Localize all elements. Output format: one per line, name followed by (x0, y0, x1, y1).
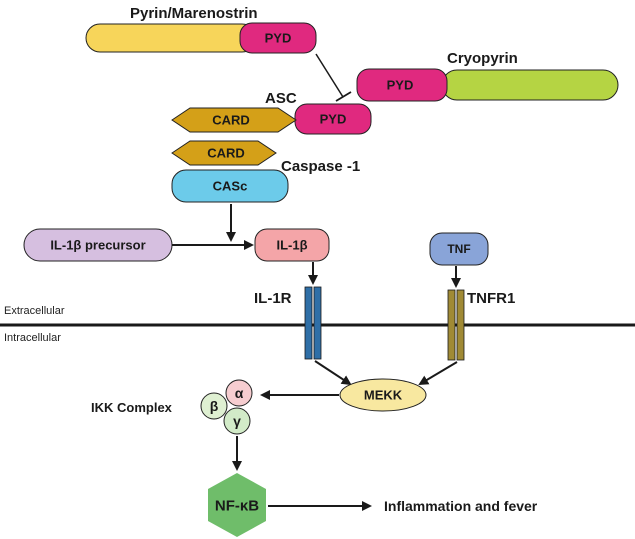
pyrin-label: Pyrin/Marenostrin (130, 5, 258, 22)
pyrin-pyd (239, 22, 317, 54)
asc-label: ASC (265, 90, 297, 107)
ikk-gamma-text: γ (233, 413, 241, 429)
card-1-text: CARD (212, 113, 250, 128)
il1b-text: IL-1β (276, 238, 307, 253)
caspase1-label: Caspase -1 (281, 158, 360, 175)
cryopyrin-body (441, 69, 619, 101)
casc-box (171, 169, 289, 203)
card-2 (171, 140, 277, 166)
mekk-text: MEKK (364, 388, 403, 403)
tnfr1-bar-right (456, 289, 465, 361)
il1r-bar-right (313, 286, 322, 360)
arrow-il1r-mekk (314, 360, 352, 386)
nfkb-text: NF-κB (215, 498, 259, 515)
ikk-beta (200, 392, 228, 420)
extracellular-label: Extracellular (4, 305, 65, 317)
mekk-node (339, 378, 427, 412)
cryopyrin-pyd (356, 68, 448, 102)
cryopyrin-pyd-text: PYD (387, 78, 414, 93)
pyrin-body (85, 23, 257, 53)
tnf-text: TNF (447, 242, 470, 256)
ikk-label: IKK Complex (91, 400, 173, 415)
il1r-bar-left (304, 286, 313, 360)
ikk-gamma (223, 407, 251, 435)
asc-pyd-text: PYD (320, 112, 347, 127)
casc-text: CASc (213, 179, 248, 194)
il1b-box (254, 228, 330, 262)
ikk-beta-text: β (210, 398, 219, 414)
il1b-precursor-text: IL-1β precursor (50, 238, 145, 253)
inhibition-bar (335, 91, 352, 102)
tnfr1-bar-left (447, 289, 456, 361)
il1r-label: IL-1R (254, 290, 292, 307)
ikk-alpha (225, 379, 253, 407)
card-1 (171, 107, 297, 133)
cryopyrin-label: Cryopyrin (447, 50, 518, 67)
ikk-alpha-text: α (235, 385, 244, 401)
tnf-box (429, 232, 489, 266)
intracellular-label: Intracellular (4, 332, 61, 344)
outcome-label: Inflammation and fever (384, 498, 538, 514)
arrow-tnfr1-mekk (418, 361, 458, 386)
nfkb-node (208, 473, 266, 537)
card-2-text: CARD (207, 146, 245, 161)
inhibition-line (315, 53, 344, 98)
tnfr1-label: TNFR1 (467, 290, 515, 307)
pyrin-pyd-text: PYD (265, 31, 292, 46)
